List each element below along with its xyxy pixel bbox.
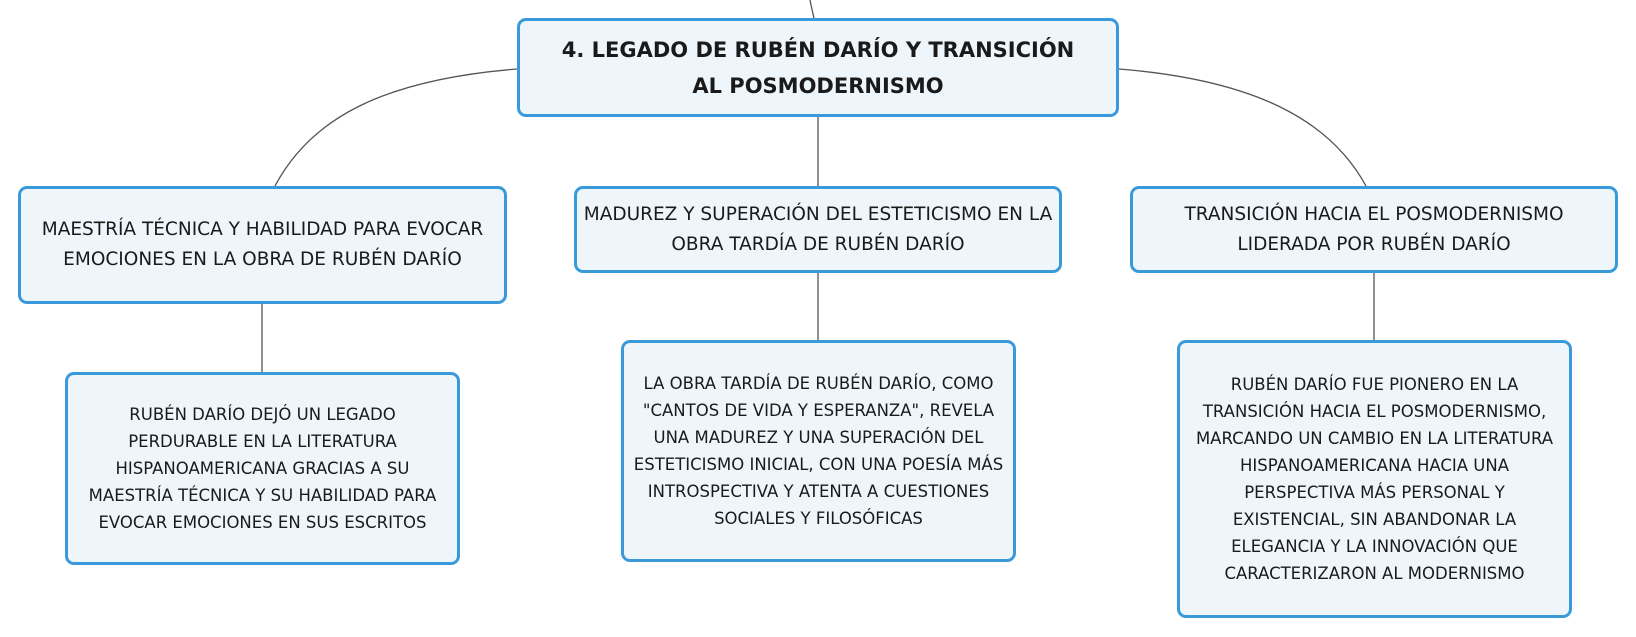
detail-topic-pionero[interactable]: RUBÉN DARÍO FUE PIONERO EN LA TRANSICIÓN… <box>1177 340 1572 618</box>
connector-root-parent <box>809 0 815 19</box>
detail-topic-text: LA OBRA TARDÍA DE RUBÉN DARÍO, COMO "CAN… <box>633 374 1004 528</box>
branch-topic-label: MADUREZ Y SUPERACIÓN DEL ESTETICISMO EN … <box>583 203 1053 255</box>
detail-topic-obra-tardia[interactable]: LA OBRA TARDÍA DE RUBÉN DARÍO, COMO "CAN… <box>621 340 1016 562</box>
branch-topic-label: MAESTRÍA TÉCNICA Y HABILIDAD PARA EVOCAR… <box>41 219 484 270</box>
branch-topic-transicion[interactable]: TRANSICIÓN HACIA EL POSMODERNISMO LIDERA… <box>1130 186 1618 273</box>
central-topic[interactable]: 4. LEGADO DE RUBÉN DARÍO Y TRANSICIÓN AL… <box>517 18 1119 117</box>
branch-topic-madurez[interactable]: MADUREZ Y SUPERACIÓN DEL ESTETICISMO EN … <box>574 186 1062 273</box>
detail-topic-text: RUBÉN DARÍO DEJÓ UN LEGADO PERDURABLE EN… <box>88 405 437 532</box>
central-topic-label: 4. LEGADO DE RUBÉN DARÍO Y TRANSICIÓN AL… <box>561 37 1075 98</box>
detail-topic-legado[interactable]: RUBÉN DARÍO DEJÓ UN LEGADO PERDURABLE EN… <box>65 372 460 565</box>
detail-topic-text: RUBÉN DARÍO FUE PIONERO EN LA TRANSICIÓN… <box>1195 375 1554 583</box>
connector-root-branch-3 <box>1118 68 1367 187</box>
branch-topic-label: TRANSICIÓN HACIA EL POSMODERNISMO LIDERA… <box>1184 203 1564 255</box>
connector-root-branch-1 <box>274 68 518 187</box>
branch-topic-maestria-tecnica[interactable]: MAESTRÍA TÉCNICA Y HABILIDAD PARA EVOCAR… <box>18 186 507 304</box>
